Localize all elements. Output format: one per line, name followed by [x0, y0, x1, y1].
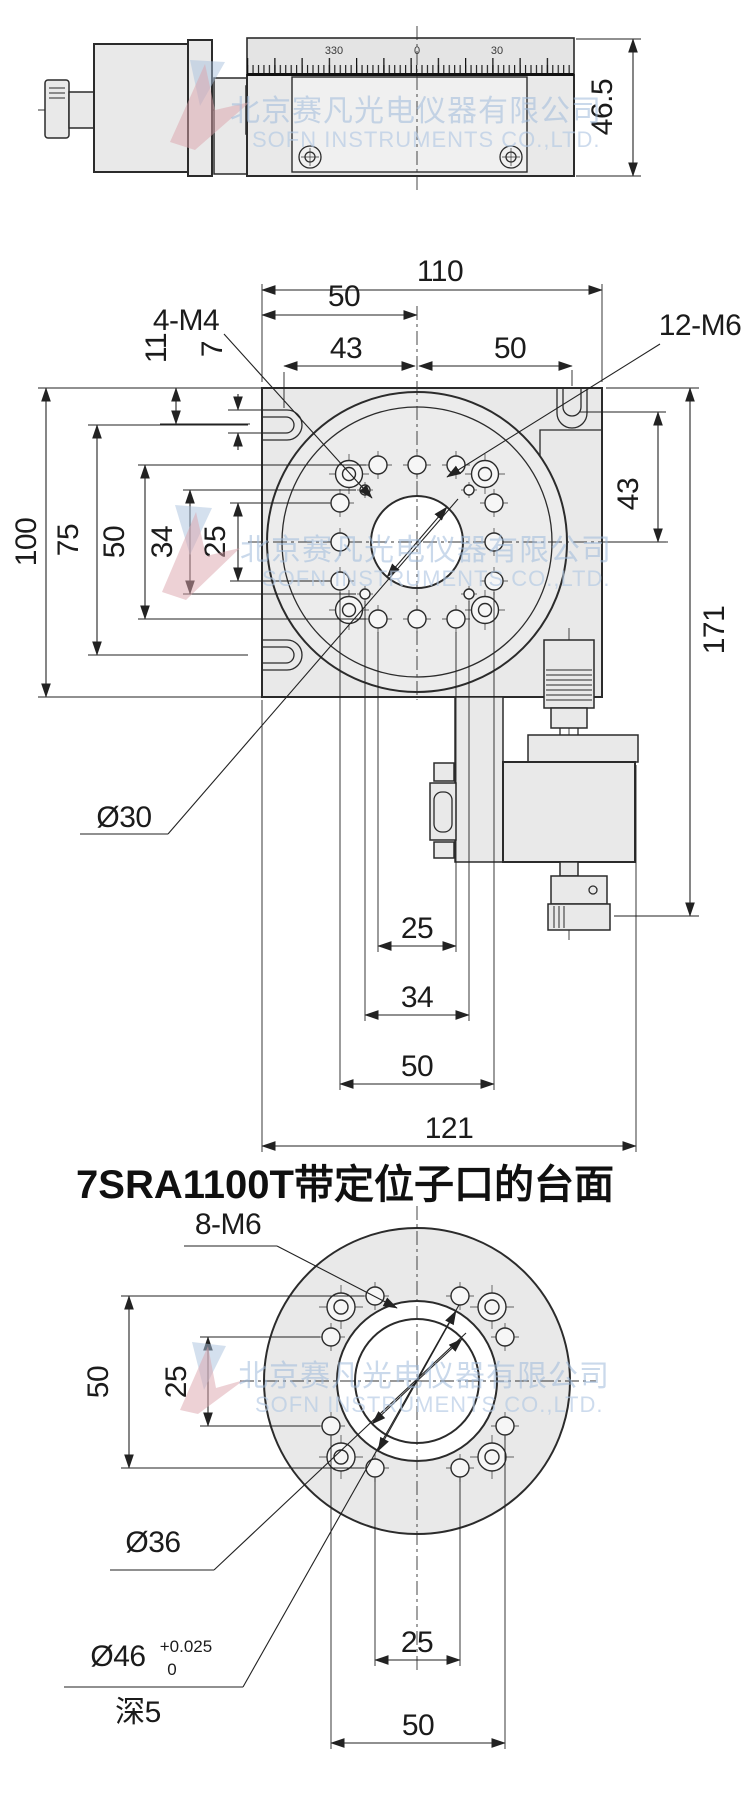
leader-12-M6	[446, 343, 661, 478]
dim-f25-cols: 25	[401, 1626, 433, 1659]
motor-body-side	[93, 43, 189, 173]
sofn-logo-icon	[180, 1346, 244, 1414]
sofn-logo-icon	[162, 512, 240, 600]
motor-bracket	[527, 734, 639, 763]
label-bore-30: Ø30	[96, 801, 151, 834]
dim-43-right: 43	[612, 478, 645, 510]
watermark-en: SOFN INSTRUMENTS CO.,LTD.	[252, 127, 601, 152]
watermark-top: 北京赛凡光电仪器有限公司 SOFN INSTRUMENTS CO.,LTD.	[170, 60, 602, 152]
dial-ticks-major	[247, 58, 574, 75]
drawing-title: 7SRA1100T带定位子口的台面	[76, 1163, 614, 1207]
dial-label-330: 330	[325, 45, 343, 57]
adjust-knob	[44, 79, 70, 139]
dim-11: 11	[140, 333, 173, 363]
leader-d36	[213, 1332, 467, 1571]
watermark-en: SOFN INSTRUMENTS CO.,LTD.	[262, 566, 611, 591]
label-d36: Ø36	[125, 1526, 180, 1559]
slot-top-right	[556, 388, 588, 429]
motor-cable-connector	[547, 861, 611, 931]
dim-50-left: 50	[328, 280, 360, 313]
watermark-middle: 北京赛凡光电仪器有限公司 SOFN INSTRUMENTS CO.,LTD.	[162, 505, 612, 600]
dim-100: 100	[10, 518, 43, 567]
dial-label-30: 30	[491, 45, 503, 57]
flange-view: 8-M6 50 25 Ø36 Ø46 +0.025 0 深5 25	[64, 1206, 610, 1749]
dim-f50-cols: 50	[402, 1709, 434, 1742]
label-4-M4: 4-M4	[153, 304, 219, 337]
label-d46-tol-lower: 0	[167, 1660, 176, 1679]
dim-7: 7	[196, 341, 229, 357]
label-d46: Ø46	[90, 1640, 145, 1673]
slot-top-left	[262, 409, 303, 441]
worm-adjuster	[543, 639, 595, 735]
motor-mount-plate	[454, 696, 504, 863]
dim-110: 110	[417, 255, 463, 288]
dim-43: 43	[330, 332, 362, 365]
knob-shaft	[68, 91, 95, 129]
watermark-cn: 北京赛凡光电仪器有限公司	[238, 1360, 610, 1393]
watermark-bottom: 北京赛凡光电仪器有限公司 SOFN INSTRUMENTS CO.,LTD.	[180, 1342, 610, 1417]
label-8-M6: 8-M6	[195, 1208, 261, 1241]
slot-bottom-left	[262, 639, 303, 671]
leader-bore-30	[167, 498, 459, 835]
dim-25-cols: 25	[401, 912, 433, 945]
dim-34-rows: 34	[146, 526, 179, 558]
dim-f50: 50	[82, 1366, 115, 1398]
dim-50-cols: 50	[401, 1050, 433, 1083]
screw-left	[298, 145, 322, 169]
sofn-logo-icon	[170, 64, 250, 150]
label-12-M6: 12-M6	[659, 309, 742, 342]
dim-121: 121	[425, 1112, 474, 1145]
db9-connector	[429, 762, 457, 859]
watermark-cn: 北京赛凡光电仪器有限公司	[240, 534, 612, 567]
watermark-en: SOFN INSTRUMENTS CO.,LTD.	[255, 1392, 604, 1417]
dim-f25: 25	[160, 1366, 193, 1398]
plan-view: 110 50 43 50 4-M4 12-M6 11 7 100 75	[10, 255, 742, 1152]
side-view: 330 0 30 46.5 北京赛凡光电仪器有限公司 SOFN INSTRUME…	[38, 26, 641, 192]
motor-body-plan	[502, 761, 636, 863]
dim-171: 171	[698, 606, 731, 655]
leader-4-M4	[223, 333, 373, 499]
dim-50-right: 50	[494, 332, 526, 365]
dim-75: 75	[52, 524, 85, 556]
label-d46-tol-upper: +0.025	[160, 1637, 212, 1656]
leader-d46	[242, 1304, 460, 1688]
dim-50-rows: 50	[98, 526, 131, 558]
leader-8-M6	[276, 1245, 398, 1309]
label-depth-5: 深5	[115, 1696, 161, 1729]
screw-right	[499, 145, 523, 169]
stage-face-inset	[291, 76, 528, 173]
dim-34-cols: 34	[401, 981, 433, 1014]
watermark-cn: 北京赛凡光电仪器有限公司	[230, 95, 602, 128]
dim-46-5: 46.5	[586, 79, 619, 135]
